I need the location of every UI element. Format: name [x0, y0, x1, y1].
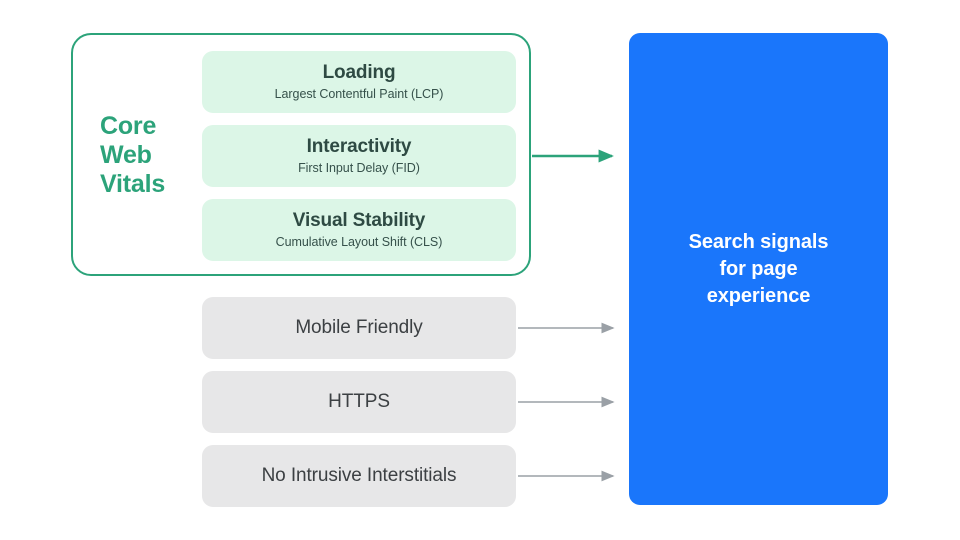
signal-label: Mobile Friendly: [295, 317, 423, 338]
vital-subtitle: Cumulative Layout Shift (CLS): [275, 234, 443, 249]
search-signals-text: Search signals for page experience: [673, 229, 845, 310]
signal-card-no-intrusive-interstitials: No Intrusive Interstitials: [202, 445, 516, 507]
search-signals-line-2: for page: [719, 257, 798, 280]
search-signals-line-3: experience: [706, 284, 811, 307]
vital-title: Interactivity: [306, 135, 412, 157]
signal-label: No Intrusive Interstitials: [261, 465, 457, 486]
vital-card-interactivity: Interactivity First Input Delay (FID): [202, 125, 516, 187]
core-web-vitals-label: Core Web Vitals: [100, 112, 195, 199]
signal-card-https: HTTPS: [202, 371, 516, 433]
core-web-vitals-label-line-3: Vitals: [100, 170, 166, 198]
core-web-vitals-group: [71, 33, 531, 276]
core-web-vitals-label-line-2: Web: [100, 141, 152, 169]
vital-title: Visual Stability: [292, 209, 426, 231]
search-signals-box: Search signals for page experience: [629, 33, 888, 505]
vital-subtitle: First Input Delay (FID): [298, 160, 420, 175]
search-signals-line-1: Search signals: [688, 230, 829, 253]
vital-subtitle: Largest Contentful Paint (LCP): [274, 86, 444, 101]
vital-card-visual-stability: Visual Stability Cumulative Layout Shift…: [202, 199, 516, 261]
vital-card-loading: Loading Largest Contentful Paint (LCP): [202, 51, 516, 113]
signal-card-mobile-friendly: Mobile Friendly: [202, 297, 516, 359]
signal-label: HTTPS: [328, 391, 390, 412]
vital-title: Loading: [322, 61, 396, 83]
core-web-vitals-label-line-1: Core: [100, 112, 157, 140]
